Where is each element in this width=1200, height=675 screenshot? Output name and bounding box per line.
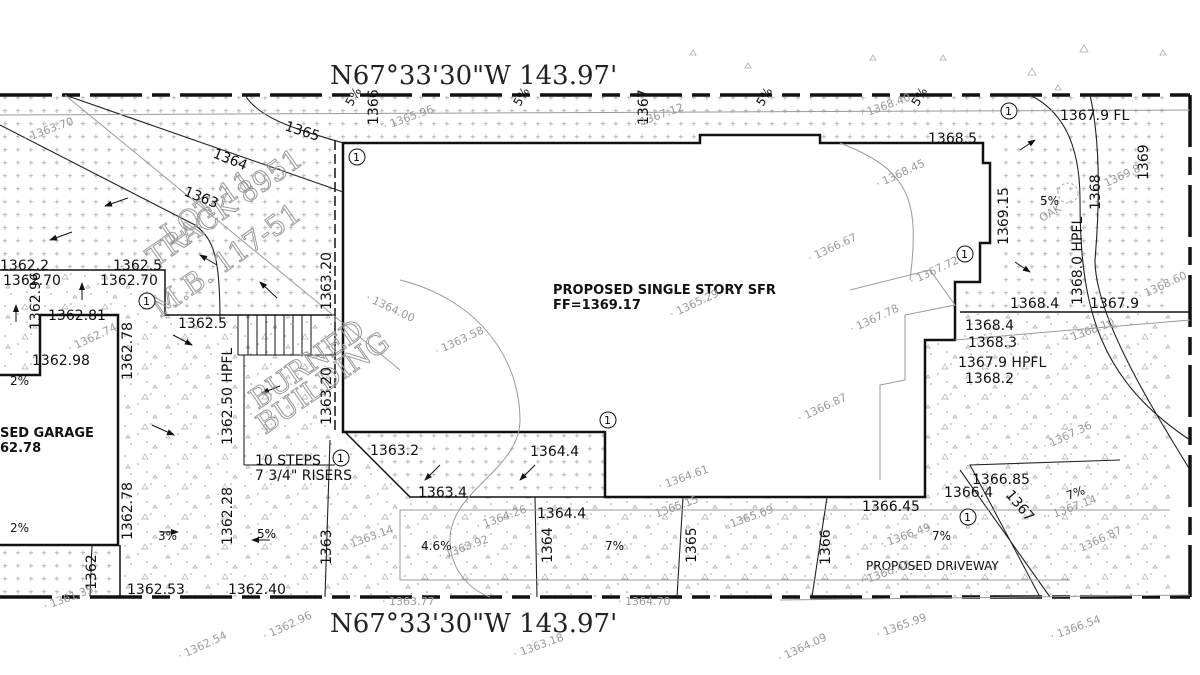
svg-text:1: 1 xyxy=(604,414,611,427)
svg-text:1363.4: 1363.4 xyxy=(418,485,467,501)
steps-label: 10 STEPS xyxy=(255,453,321,469)
spot-elevation: · 1365.99 xyxy=(875,611,929,641)
svg-text:5%: 5% xyxy=(1040,194,1059,208)
garage-label: SED GARAGE xyxy=(0,426,94,441)
svg-text:1362.50 HPFL: 1362.50 HPFL xyxy=(220,348,236,445)
bearing-top: N67°33'30"W 143.97' xyxy=(330,61,617,91)
svg-text:1362.96: 1362.96 xyxy=(28,272,44,330)
svg-text:1: 1 xyxy=(1005,105,1012,118)
svg-text:1362.78: 1362.78 xyxy=(120,482,136,540)
svg-text:1369.15: 1369.15 xyxy=(996,187,1012,245)
svg-text:1366.85: 1366.85 xyxy=(972,472,1030,488)
svg-text:1362.70: 1362.70 xyxy=(3,273,61,289)
svg-text:1362.28: 1362.28 xyxy=(220,487,236,545)
bearing-bottom: N67°33'30"W 143.97' xyxy=(330,609,617,639)
svg-text:1369: 1369 xyxy=(1136,144,1152,180)
keynote-icon: 1 xyxy=(599,411,617,429)
svg-text:7%: 7% xyxy=(932,529,951,543)
svg-text:7%: 7% xyxy=(1064,483,1087,503)
svg-text:1364.4: 1364.4 xyxy=(537,506,586,522)
building-label: PROPOSED SINGLE STORY SFR xyxy=(553,283,776,298)
keynote-markers: 1 1 1 1 1 1 1 xyxy=(138,102,1018,526)
svg-text:1368.0 HPFL: 1368.0 HPFL xyxy=(1070,217,1086,305)
svg-text:1363.20: 1363.20 xyxy=(319,367,335,425)
elevation-callouts: 1368.5 1367.9 FL 1369.15 1368.0 HPFL 136… xyxy=(0,108,1139,598)
svg-text:1: 1 xyxy=(353,151,360,164)
stairs xyxy=(237,314,336,466)
spot-elevation: · 1363.77 xyxy=(382,595,434,608)
svg-text:1362: 1362 xyxy=(84,554,100,590)
existing-grade-lines xyxy=(0,94,1191,601)
spot-elevation: · 1362.96 xyxy=(261,609,314,643)
svg-text:1367.9 FL: 1367.9 FL xyxy=(1060,108,1129,124)
svg-text:1366.4: 1366.4 xyxy=(944,485,993,501)
garage-ff: 62.78 xyxy=(0,441,41,456)
svg-text:1: 1 xyxy=(961,248,968,261)
svg-text:4.6%: 4.6% xyxy=(421,539,452,553)
svg-text:1362.70: 1362.70 xyxy=(100,273,158,289)
svg-text:1362.98: 1362.98 xyxy=(32,353,90,369)
svg-text:1368.4: 1368.4 xyxy=(965,318,1014,334)
svg-text:1364.4: 1364.4 xyxy=(530,444,579,460)
svg-text:1363.20: 1363.20 xyxy=(319,252,335,310)
svg-text:3%: 3% xyxy=(158,529,177,543)
svg-text:1362.78: 1362.78 xyxy=(120,322,136,380)
drainage-arrows xyxy=(13,139,1036,543)
svg-text:1363.2: 1363.2 xyxy=(370,443,419,459)
svg-text:1363: 1363 xyxy=(319,529,335,565)
svg-text:1362.2: 1362.2 xyxy=(0,258,49,274)
svg-text:1364: 1364 xyxy=(540,527,556,563)
svg-text:1365: 1365 xyxy=(684,527,700,563)
svg-text:1368.2: 1368.2 xyxy=(965,371,1014,387)
svg-text:1368.3: 1368.3 xyxy=(968,335,1017,351)
svg-text:1367.9: 1367.9 xyxy=(1090,296,1139,312)
risers-label: 7 3/4" RISERS xyxy=(255,468,352,484)
svg-text:1367: 1367 xyxy=(636,89,652,125)
svg-text:1368: 1368 xyxy=(1088,174,1104,210)
spot-elevation: · 1364.70 xyxy=(618,595,670,608)
driveway-label: PROPOSED DRIVEWAY xyxy=(866,559,999,573)
svg-text:2%: 2% xyxy=(10,521,29,535)
keynote-icon: 1 xyxy=(956,245,974,263)
keynote-icon: 1 xyxy=(348,148,366,166)
svg-text:1362.40: 1362.40 xyxy=(228,582,286,598)
svg-text:1366: 1366 xyxy=(366,89,382,125)
svg-text:1362.53: 1362.53 xyxy=(127,582,185,598)
keynote-icon: 1 xyxy=(1000,102,1018,120)
garage-footprint xyxy=(0,313,120,547)
svg-text:1: 1 xyxy=(143,295,150,308)
keynote-icon: 1 xyxy=(332,449,350,467)
spot-elevation: · 1364.09 xyxy=(776,631,829,665)
svg-text:1366: 1366 xyxy=(818,529,834,565)
svg-text:7%: 7% xyxy=(605,539,624,553)
building-ff: FF=1369.17 xyxy=(553,298,641,313)
contour-lines xyxy=(0,94,1191,598)
spot-elevation: · 1362.54 xyxy=(176,629,229,663)
offsite-scatter xyxy=(689,44,1167,91)
svg-text:1: 1 xyxy=(337,452,344,465)
keynote-icon: 1 xyxy=(138,292,156,310)
svg-text:1368.4: 1368.4 xyxy=(1010,296,1059,312)
svg-text:5%: 5% xyxy=(257,527,276,541)
svg-text:1362.5: 1362.5 xyxy=(178,316,227,332)
svg-text:1366.45: 1366.45 xyxy=(862,499,920,515)
landscape-hatch-areas xyxy=(0,96,1170,597)
keynote-icon: 1 xyxy=(959,508,977,526)
svg-text:1362.81: 1362.81 xyxy=(48,308,106,324)
svg-text:2%: 2% xyxy=(10,374,29,388)
svg-text:1362.5: 1362.5 xyxy=(113,258,162,274)
svg-text:1367.9 HPFL: 1367.9 HPFL xyxy=(958,355,1046,371)
tree-icon xyxy=(1057,182,1079,204)
svg-text:1: 1 xyxy=(964,511,971,524)
spot-elevation: · 1366.54 xyxy=(1049,613,1103,643)
svg-text:1368.5: 1368.5 xyxy=(928,131,977,147)
